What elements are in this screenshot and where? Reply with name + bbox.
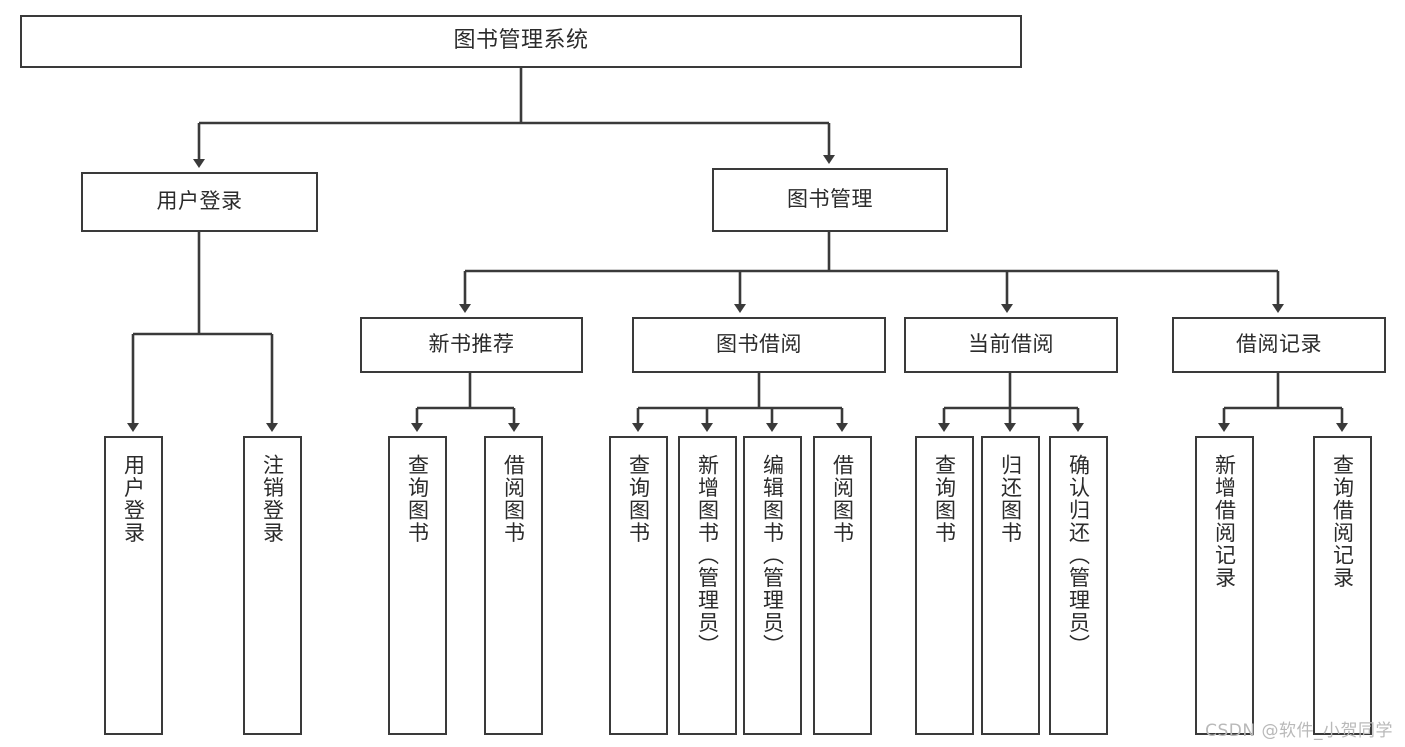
node-label: 新增图书（管理员） bbox=[695, 454, 720, 657]
leaf-book-borrow-edit[interactable]: 编辑图书（管理员） bbox=[743, 436, 802, 735]
leaf-book-borrow-add[interactable]: 新增图书（管理员） bbox=[678, 436, 737, 735]
node-label: 借阅图书 bbox=[830, 454, 855, 544]
node-label: 查询图书 bbox=[932, 454, 957, 544]
node-label: 图书管理系统 bbox=[453, 28, 589, 54]
node-label: 用户登录 bbox=[121, 454, 146, 544]
node-label: 查询图书 bbox=[626, 454, 651, 544]
node-current-borrow[interactable]: 当前借阅 bbox=[904, 317, 1118, 373]
node-label: 图书借阅 bbox=[716, 332, 802, 357]
leaf-new-book-query[interactable]: 查询图书 bbox=[388, 436, 447, 735]
node-label: 借阅记录 bbox=[1236, 332, 1322, 357]
node-root-system[interactable]: 图书管理系统 bbox=[20, 15, 1022, 68]
leaf-book-borrow-borrow[interactable]: 借阅图书 bbox=[813, 436, 872, 735]
leaf-user-login-login[interactable]: 用户登录 bbox=[104, 436, 163, 735]
node-label: 查询图书 bbox=[405, 454, 430, 544]
node-label: 新书推荐 bbox=[428, 332, 515, 357]
node-label: 注销登录 bbox=[260, 454, 285, 544]
node-label: 新增借阅记录 bbox=[1212, 454, 1237, 589]
node-label: 借阅图书 bbox=[501, 454, 526, 544]
csdn-watermark: CSDN @软件_小贺同学 bbox=[1205, 721, 1393, 741]
node-label: 图书管理 bbox=[787, 187, 873, 212]
node-book-borrow[interactable]: 图书借阅 bbox=[632, 317, 886, 373]
node-borrow-record[interactable]: 借阅记录 bbox=[1172, 317, 1386, 373]
leaf-borrow-record-add[interactable]: 新增借阅记录 bbox=[1195, 436, 1254, 735]
node-book-management[interactable]: 图书管理 bbox=[712, 168, 948, 232]
leaf-current-borrow-return[interactable]: 归还图书 bbox=[981, 436, 1040, 735]
leaf-current-borrow-query[interactable]: 查询图书 bbox=[915, 436, 974, 735]
node-label: 编辑图书（管理员） bbox=[760, 454, 785, 657]
node-label: 用户登录 bbox=[156, 189, 243, 214]
node-label: 确认归还（管理员） bbox=[1066, 454, 1091, 657]
node-label: 查询借阅记录 bbox=[1330, 454, 1355, 589]
leaf-current-borrow-confirm-return[interactable]: 确认归还（管理员） bbox=[1049, 436, 1108, 735]
leaf-new-book-borrow[interactable]: 借阅图书 bbox=[484, 436, 543, 735]
leaf-borrow-record-query[interactable]: 查询借阅记录 bbox=[1313, 436, 1372, 735]
node-label: 归还图书 bbox=[998, 454, 1023, 544]
node-user-login[interactable]: 用户登录 bbox=[81, 172, 318, 232]
node-new-book-recommend[interactable]: 新书推荐 bbox=[360, 317, 583, 373]
leaf-user-login-logout[interactable]: 注销登录 bbox=[243, 436, 302, 735]
node-label: 当前借阅 bbox=[968, 332, 1054, 357]
leaf-book-borrow-query[interactable]: 查询图书 bbox=[609, 436, 668, 735]
